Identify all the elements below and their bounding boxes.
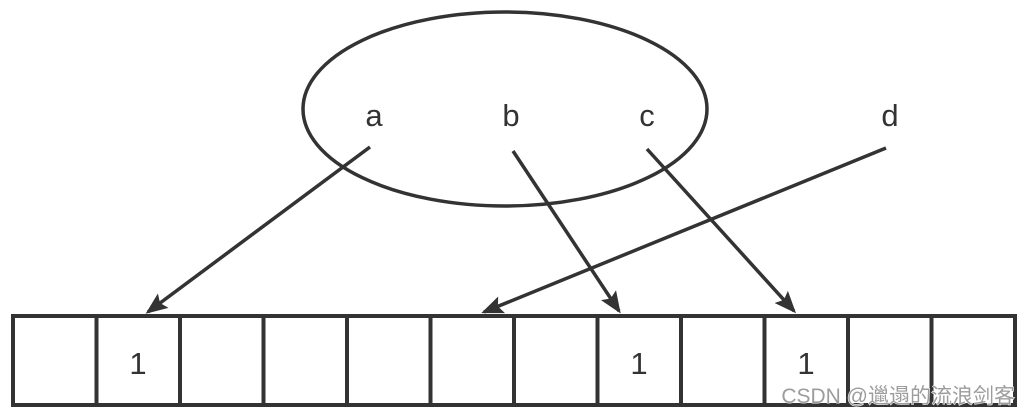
csdn-watermark: CSDN @邋遢的流浪剑客 [781,385,1015,408]
bit-array-values: 1 1 1 [129,346,814,381]
cell-value-7: 1 [630,346,647,381]
cell-value-1: 1 [129,346,146,381]
element-label-a: a [365,98,383,133]
arrow-d-to-cell-5 [481,146,887,314]
arrow-b-to-cell-7 [511,150,621,314]
arrow-c-to-cell-9 [645,147,797,314]
element-label-c: c [639,98,655,133]
set-ellipse [301,10,709,208]
bit-array-cell-dividers [94,316,934,405]
cell-value-9: 1 [797,346,814,381]
element-label-d: d [881,98,898,133]
arrow-a-to-cell-1 [145,145,372,314]
element-label-b: b [502,98,519,133]
